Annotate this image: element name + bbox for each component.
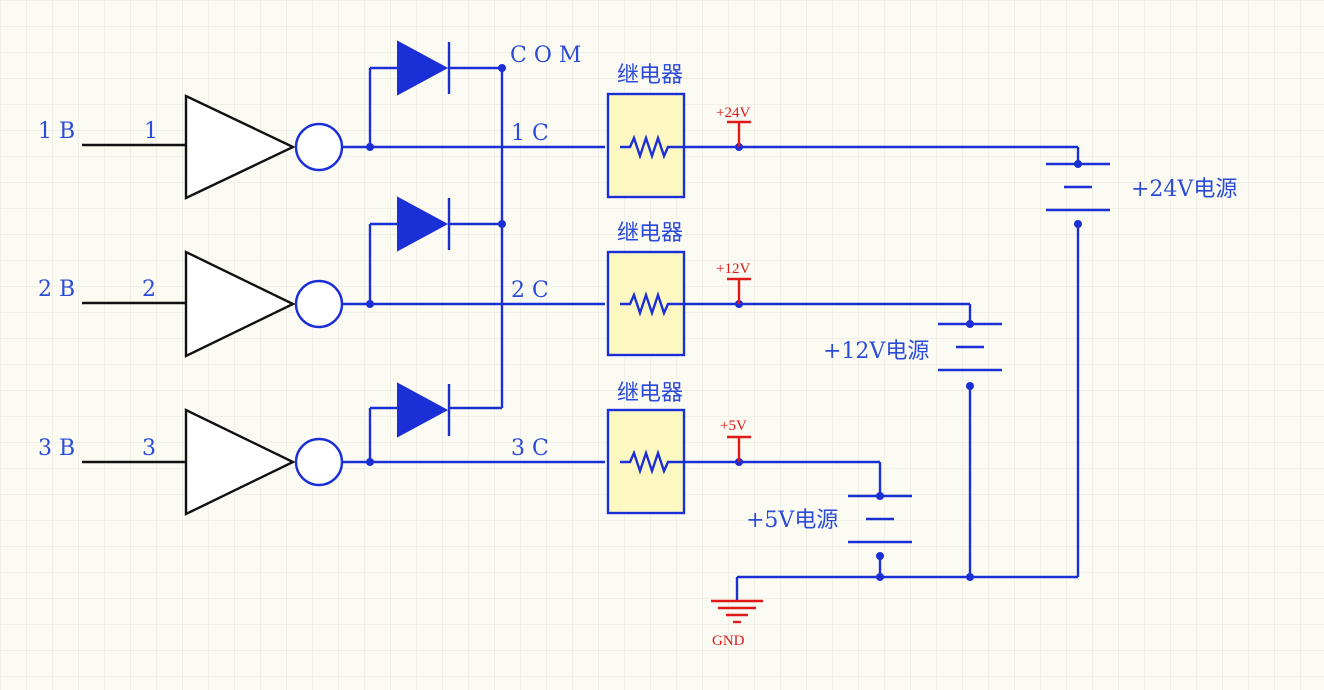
inverter-bubble-2 — [294, 279, 344, 329]
relay-1 — [606, 92, 686, 199]
ground-bus — [735, 573, 1078, 600]
relay-label-2: 继电器 — [617, 221, 683, 246]
supply-name-1: +24V电源 — [1131, 177, 1237, 202]
pin-label-1: 1 — [144, 119, 158, 144]
ground-label: GND — [712, 633, 745, 649]
diode-1 — [397, 40, 451, 96]
power-flag-24v: +24V — [716, 105, 751, 147]
relay-coil-2 — [620, 291, 684, 317]
relay-label-3: 继电器 — [617, 381, 683, 406]
input-label-1: 1 B — [38, 119, 75, 144]
supply-name-3: +5V电源 — [746, 508, 838, 533]
channel-2: 2 B 2 2 C 继电器 +12V — [38, 196, 1002, 577]
inverter-bubble-3 — [294, 437, 344, 487]
relay-coil-1 — [620, 134, 684, 160]
battery-5v — [848, 494, 912, 544]
buffer-gate-1 — [184, 94, 296, 200]
relay-label-1: 继电器 — [617, 63, 683, 88]
power-flag-12v: +12V — [716, 261, 751, 304]
power-flag-5v: +5V — [720, 418, 751, 462]
inverter-bubble-1 — [294, 122, 344, 172]
supply-flag-1: +24V — [716, 105, 750, 121]
ground-symbol: GND — [711, 599, 763, 649]
supply-flag-2: +12V — [716, 261, 750, 277]
pin-label-2: 2 — [142, 277, 156, 302]
buffer-gate-2 — [184, 250, 296, 358]
battery-24v — [1046, 162, 1110, 212]
com-bus: C O M — [449, 43, 581, 408]
channel-3: 3 B 3 3 C 继电器 +5V + — [38, 381, 912, 577]
supply-flag-3: +5V — [720, 418, 747, 434]
buffer-gate-3 — [184, 408, 296, 516]
supply-name-2: +12V电源 — [823, 339, 929, 364]
battery-12v — [938, 322, 1002, 372]
pin-label-3: 3 — [142, 436, 156, 461]
relay-coil-3 — [620, 449, 684, 475]
com-label: C O M — [510, 43, 581, 68]
diode-3 — [397, 382, 451, 438]
output-label-1: 1 C — [511, 121, 549, 146]
input-label-2: 2 B — [38, 277, 75, 302]
output-label-3: 3 C — [511, 436, 549, 461]
input-label-3: 3 B — [38, 436, 75, 461]
channel-1: 1 B 1 1 C 继电器 +24V +24V电 — [38, 40, 1237, 577]
output-label-2: 2 C — [511, 278, 549, 303]
